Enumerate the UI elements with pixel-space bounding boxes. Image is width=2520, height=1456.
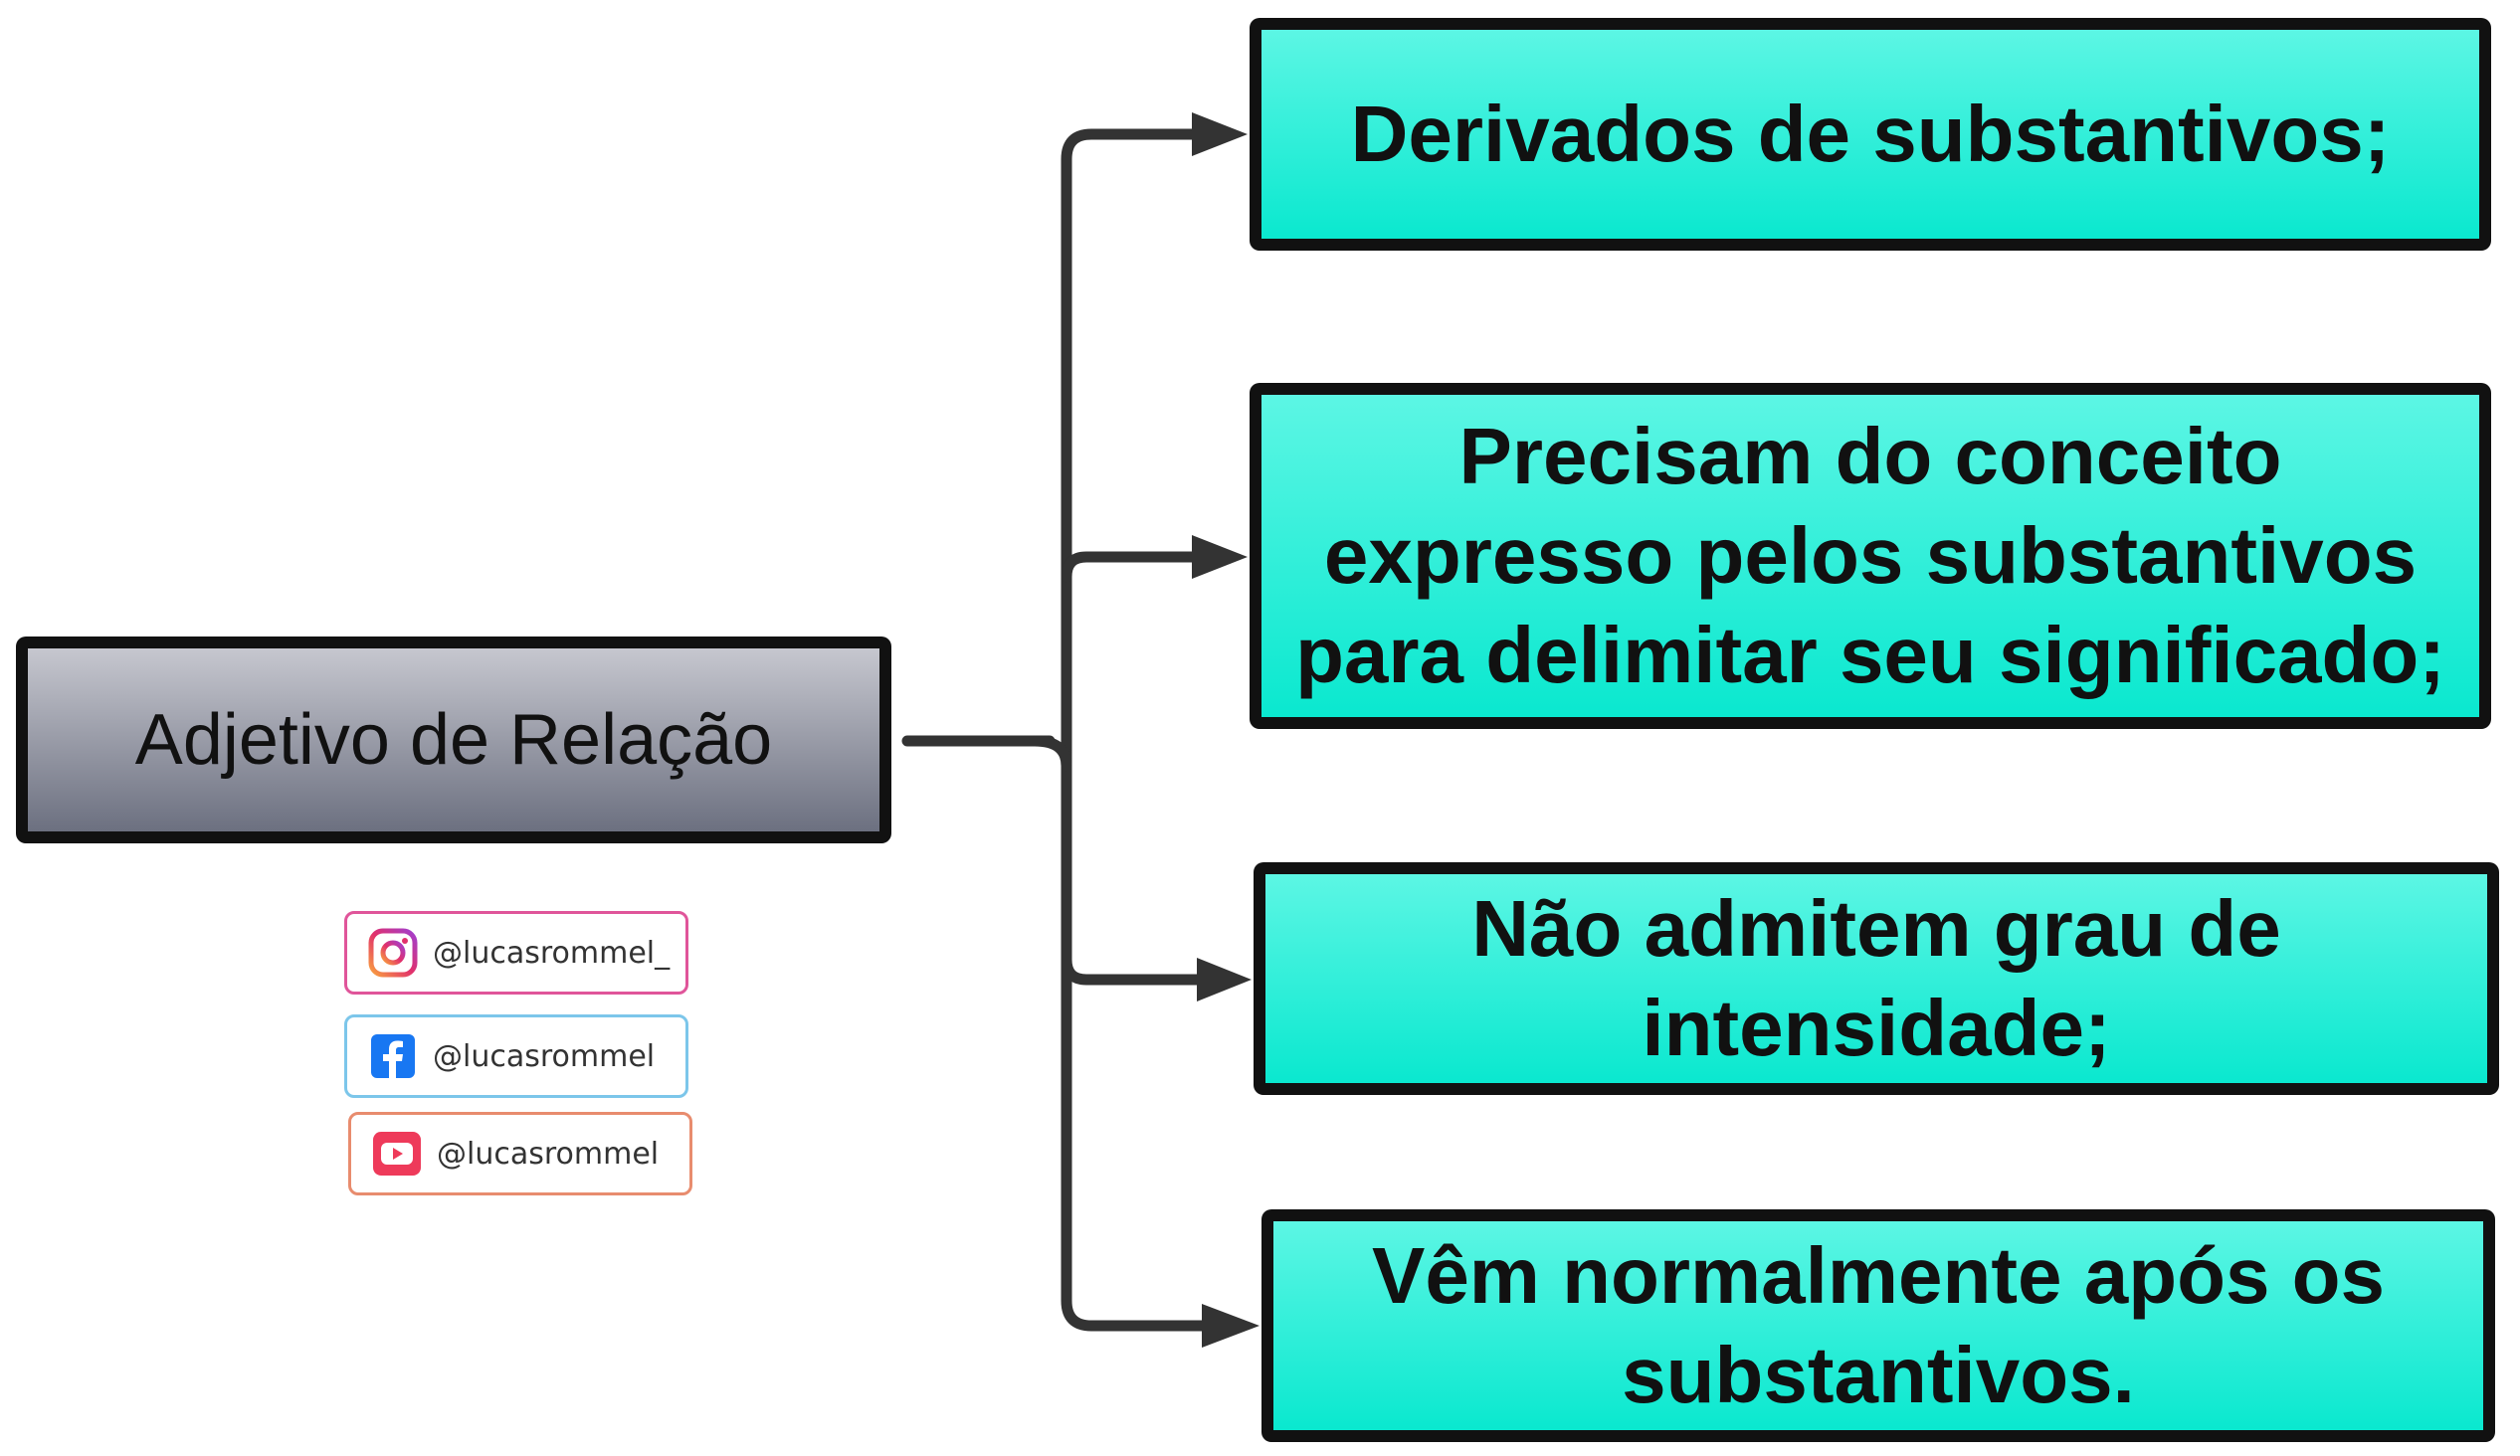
social-badge-facebook[interactable]: @lucasrommel: [344, 1014, 688, 1098]
youtube-handle: @lucasrommel: [437, 1136, 660, 1172]
connector-branch-4: [1061, 748, 1210, 1332]
facebook-handle: @lucasrommel: [433, 1038, 656, 1074]
facebook-icon: [371, 1034, 415, 1078]
arrowhead-4: [1202, 1304, 1260, 1348]
instagram-handle: @lucasrommel_: [433, 935, 671, 971]
branch-node-1-label: Derivados de substantivos;: [1350, 90, 2391, 178]
arrowhead-2: [1192, 535, 1248, 579]
connector-branch-3: [1061, 954, 1205, 986]
branch-node-1: Derivados de substantivos;: [1250, 18, 2491, 251]
branch-node-2-label: Precisam do conceito expresso pelos subs…: [1295, 412, 2445, 699]
arrowhead-1: [1192, 112, 1248, 156]
root-node: Adjetivo de Relação: [16, 637, 891, 843]
branch-node-3-label: Não admitem grau de intensidade;: [1471, 884, 2281, 1072]
social-badge-youtube[interactable]: @lucasrommel: [348, 1112, 692, 1195]
connector-spine: [1061, 128, 1200, 760]
branch-node-4: Vêm normalmente após os substantivos.: [1261, 1209, 2495, 1442]
social-badge-instagram[interactable]: @lucasrommel_: [344, 911, 688, 995]
youtube-icon: [373, 1132, 421, 1176]
branch-node-4-label: Vêm normalmente após os substantivos.: [1371, 1231, 2386, 1419]
root-node-label: Adjetivo de Relação: [134, 700, 773, 780]
branch-node-2: Precisam do conceito expresso pelos subs…: [1250, 383, 2491, 729]
instagram-icon: [368, 928, 418, 978]
connector-branch-2: [1061, 551, 1200, 583]
branch-node-3: Não admitem grau de intensidade;: [1254, 862, 2499, 1095]
connector-junction: [1029, 735, 1072, 772]
arrowhead-3: [1197, 958, 1252, 1001]
